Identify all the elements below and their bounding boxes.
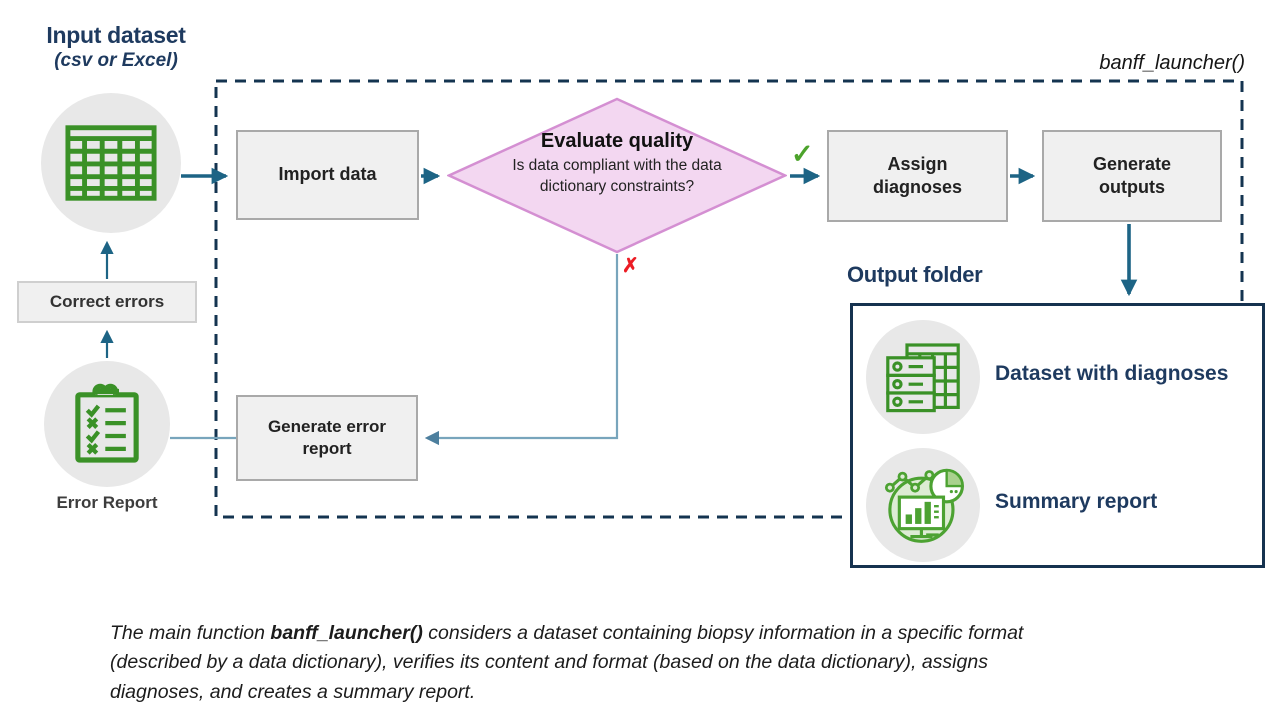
input-dataset-node (41, 93, 181, 233)
function-name-label: banff_launcher() (1099, 52, 1245, 74)
evaluate-quality-question: Is data compliant with the data dictiona… (512, 157, 722, 195)
clipboard-checklist-icon (75, 383, 139, 463)
evaluate-quality-title: Evaluate quality (540, 130, 694, 152)
generate-error-report-step: Generate error report (236, 395, 418, 481)
caption-text: The main function banff_launcher() consi… (110, 619, 1068, 707)
spreadsheet-icon (65, 125, 157, 201)
generate-outputs-step: Generate outputs (1042, 130, 1222, 222)
evaluate-quality-decision: Evaluate quality Is data compliant with … (447, 130, 787, 198)
import-data-step: Import data (236, 130, 419, 220)
error-report-node (44, 361, 170, 487)
input-dataset-title: Input dataset (46, 22, 186, 48)
caption-suffix: considers a dataset containing biopsy in… (110, 622, 1024, 703)
dashboard-chart-icon (884, 468, 964, 543)
assign-diagnoses-step: Assign diagnoses (827, 130, 1008, 222)
summary-report-label: Summary report (995, 490, 1158, 513)
input-dataset-subtitle: (csv or Excel) (54, 50, 178, 71)
correct-errors-step: Correct errors (17, 281, 197, 323)
dataset-with-diagnoses-node (866, 320, 980, 434)
check-icon: ✓ (791, 139, 814, 169)
database-table-icon (886, 343, 960, 413)
error-report-label: Error Report (56, 493, 158, 512)
import-data-label: Import data (278, 164, 377, 185)
assign-diagnoses-label: Assign diagnoses (872, 153, 963, 197)
output-folder-title: Output folder (847, 262, 983, 287)
cross-icon: ✗ (622, 255, 639, 277)
generate-outputs-label: Generate outputs (1092, 153, 1172, 197)
summary-report-node (866, 448, 980, 562)
caption-function-name: banff_launcher() (270, 622, 423, 644)
correct-errors-label: Correct errors (49, 291, 165, 311)
generate-error-report-label: Generate error report (267, 416, 387, 458)
evaluate-quality-decision-shape (447, 97, 787, 254)
dataset-with-diagnoses-label: Dataset with diagnoses (995, 362, 1229, 385)
caption-prefix: The main function (110, 622, 271, 644)
